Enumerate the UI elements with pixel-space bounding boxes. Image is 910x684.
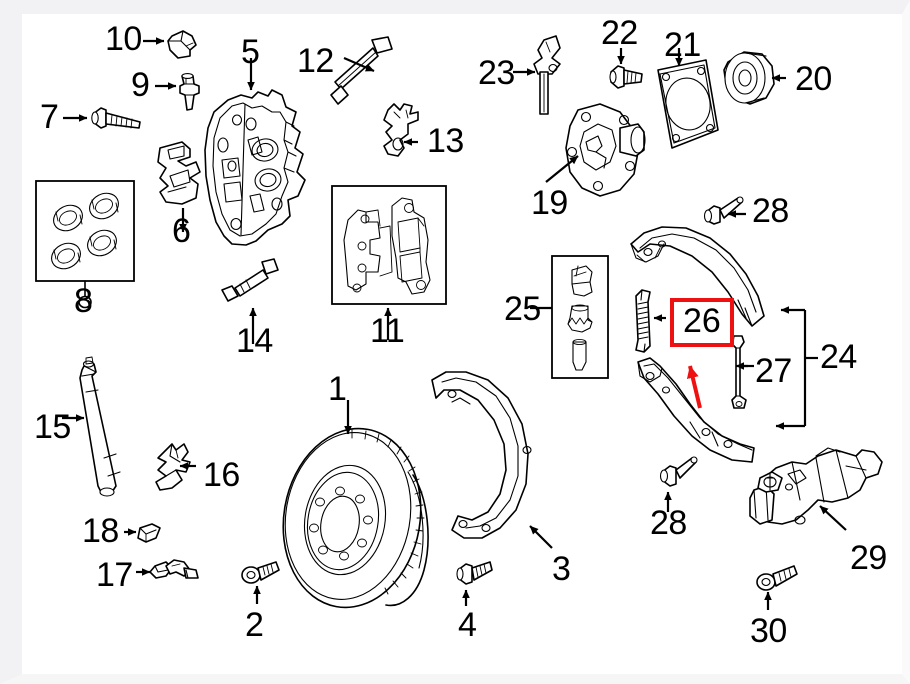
- callout-number-13[interactable]: 13: [427, 122, 464, 160]
- callout-number-3[interactable]: 3: [552, 550, 571, 588]
- callout-number-22[interactable]: 22: [601, 14, 638, 52]
- part-15-shock-absorber: [79, 356, 121, 497]
- part-5-brake-caliper: [204, 89, 306, 246]
- part-28b-hold-down-pin: [659, 456, 698, 487]
- seal-ring-3: [87, 229, 117, 257]
- leader-29: [819, 505, 847, 531]
- part-27-strut-rod: [729, 335, 747, 409]
- part-24-parking-brake-shoe-upper: [630, 226, 765, 327]
- callout-number-4[interactable]: 4: [458, 606, 477, 644]
- hardware-spring-cap: [571, 265, 593, 297]
- callout-number-11[interactable]: 11: [370, 312, 405, 350]
- part-12-brake-hose: [330, 36, 393, 105]
- callout-number-28-lower[interactable]: 28: [650, 504, 687, 542]
- callout-number-24[interactable]: 24: [820, 338, 857, 376]
- leader-26-red-highlight: [686, 365, 702, 409]
- part-1-brake-rotor: [282, 427, 429, 609]
- callout-number-27[interactable]: 27: [755, 352, 792, 390]
- part-10-bleeder-cap: [167, 30, 197, 59]
- part-2-rotor-screw: [241, 561, 280, 584]
- callout-number-26-highlighted[interactable]: 26: [670, 298, 734, 347]
- callout-number-23[interactable]: 23: [478, 54, 515, 92]
- leader-12: [343, 56, 375, 73]
- part-14-wear-sensor: [221, 258, 279, 302]
- part-19-wheel-hub: [565, 103, 646, 197]
- part-18-retaining-clip: [137, 523, 161, 543]
- callout-number-25[interactable]: 25: [504, 290, 541, 328]
- seal-ring-1: [53, 204, 83, 232]
- part-25-hardware-kit-box: [551, 255, 609, 379]
- part-22-hub-plate-bolt: [609, 65, 643, 89]
- part-4-dust-shield-bolt: [456, 561, 493, 585]
- callout-number-28-upper[interactable]: 28: [752, 192, 789, 230]
- callout-number-8[interactable]: 8: [74, 282, 93, 320]
- leader-3: [529, 525, 553, 549]
- part-30-master-cylinder-bolt: [756, 565, 798, 591]
- callout-number-17[interactable]: 17: [96, 556, 133, 594]
- callout-number-7[interactable]: 7: [40, 98, 59, 136]
- callout-number-19[interactable]: 19: [531, 184, 568, 222]
- seal-ring-4: [51, 242, 81, 270]
- seal-ring-2: [89, 192, 119, 220]
- part-13-hose-bracket: [383, 103, 419, 157]
- part-7-guide-bolt: [91, 107, 141, 129]
- brake-pad-inner: [343, 209, 393, 293]
- callout-number-9[interactable]: 9: [131, 66, 150, 104]
- part-26-adjuster-spring: [635, 289, 651, 353]
- callout-number-21[interactable]: 21: [664, 26, 701, 64]
- part-8-seal-kit-box: [35, 180, 135, 309]
- callout-number-16[interactable]: 16: [203, 456, 240, 494]
- callout-number-14[interactable]: 14: [236, 322, 273, 360]
- hardware-washer: [567, 304, 593, 333]
- part-23-abs-speed-sensor: [533, 35, 561, 115]
- callout-number-6[interactable]: 6: [172, 212, 191, 250]
- part-9-bleeder-valve: [179, 73, 200, 111]
- callout-number-20[interactable]: 20: [795, 60, 832, 98]
- callout-number-5[interactable]: 5: [241, 33, 260, 71]
- brake-pad-outer: [391, 197, 431, 295]
- callout-number-12[interactable]: 12: [297, 42, 334, 80]
- part-28a-hold-down-pin: [703, 196, 744, 225]
- part-6-caliper-bracket: [157, 141, 201, 205]
- part-3-dust-shield: [431, 371, 532, 539]
- hardware-pin: [572, 338, 587, 371]
- part-29-master-cylinder: [749, 447, 883, 525]
- part-20-wheel-bearing: [723, 51, 775, 105]
- callout-number-18[interactable]: 18: [82, 512, 119, 550]
- callout-number-10[interactable]: 10: [105, 20, 142, 58]
- callout-number-29[interactable]: 29: [850, 539, 887, 577]
- callout-number-1[interactable]: 1: [328, 370, 347, 408]
- callout-number-30[interactable]: 30: [750, 612, 787, 650]
- part-11-brake-pad-box: [331, 185, 447, 305]
- part-17-sensor-connector: [149, 559, 199, 579]
- callout-number-2[interactable]: 2: [245, 606, 264, 644]
- leader-19: [545, 155, 579, 183]
- part-24-parking-brake-shoe-lower: [637, 357, 755, 463]
- part-21-hub-retaining-plate: [657, 59, 719, 149]
- part-16-retaining-spring-clip: [155, 443, 191, 491]
- callout-number-15[interactable]: 15: [34, 408, 71, 446]
